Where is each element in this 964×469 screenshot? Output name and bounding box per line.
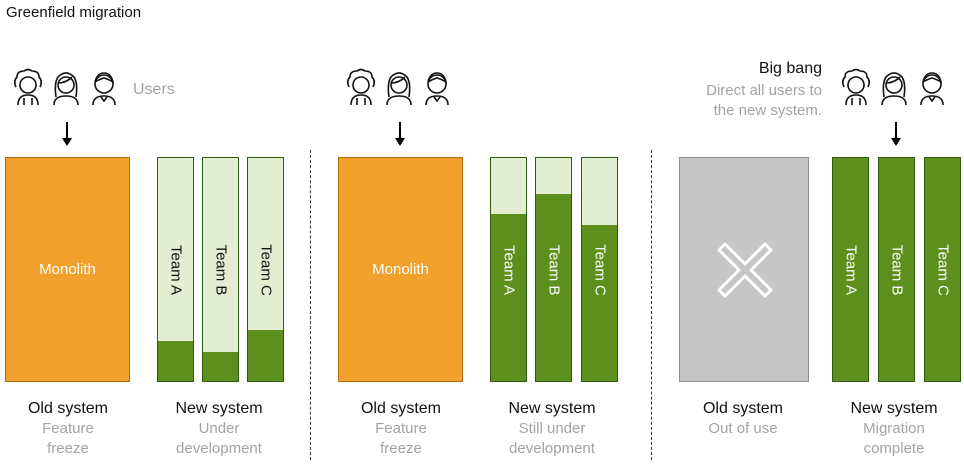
team-column-b: Team B bbox=[878, 157, 915, 382]
monolith-label: Monolith bbox=[39, 261, 96, 278]
caption-sub-1: Still under bbox=[518, 420, 586, 437]
caption-sub-1: Feature bbox=[42, 420, 94, 437]
team-progress-fill bbox=[203, 352, 238, 381]
team-progress-fill bbox=[582, 224, 617, 381]
old-system-caption: Old system Feature freeze bbox=[0, 398, 138, 459]
team-progress-fill bbox=[833, 158, 868, 381]
new-system-caption: New system Still under development bbox=[482, 398, 622, 459]
team-column-b: Team B bbox=[202, 157, 239, 382]
retired-x-icon bbox=[717, 242, 773, 298]
user-short-hair-icon bbox=[92, 72, 116, 106]
old-system-monolith: Monolith bbox=[5, 157, 130, 382]
team-label: Team A bbox=[500, 244, 517, 295]
caption-sub-2: development bbox=[509, 440, 595, 457]
big-bang-desc-line-1: Direct all users to bbox=[706, 82, 822, 99]
team-column-c: Team C bbox=[581, 157, 618, 382]
user-long-hair-icon bbox=[53, 72, 79, 106]
team-column-a: Team A bbox=[157, 157, 194, 382]
caption-title: New system bbox=[850, 400, 938, 417]
caption-title: Old system bbox=[702, 400, 783, 417]
caption-sub-1: Under bbox=[198, 420, 240, 437]
caption-sub-1: Feature bbox=[375, 420, 427, 437]
users-arrow bbox=[62, 122, 72, 146]
caption-sub-1: Migration bbox=[863, 420, 925, 437]
caption-title: Old system bbox=[27, 400, 108, 417]
old-system-monolith: Monolith bbox=[338, 157, 463, 382]
big-bang-title: Big bang bbox=[758, 60, 822, 77]
team-label: Team C bbox=[591, 243, 608, 296]
new-system-caption: New system Under development bbox=[149, 398, 289, 459]
caption-sub-1: Out of use bbox=[708, 420, 778, 437]
old-system-retired bbox=[679, 157, 809, 382]
new-system-caption: New system Migration complete bbox=[824, 398, 964, 459]
team-label: Team C bbox=[934, 243, 951, 296]
old-system-caption: Old system Feature freeze bbox=[331, 398, 471, 459]
team-progress-fill bbox=[248, 329, 283, 381]
user-curly-hair-icon bbox=[841, 68, 871, 106]
users-arrow bbox=[891, 122, 901, 146]
team-column-c: Team C bbox=[924, 157, 961, 382]
monolith-label: Monolith bbox=[372, 261, 429, 278]
team-progress-fill bbox=[158, 340, 193, 381]
caption-title: New system bbox=[175, 400, 263, 417]
user-curly-hair-icon bbox=[346, 68, 376, 106]
team-label: Team C bbox=[257, 243, 274, 296]
users-arrow bbox=[395, 122, 405, 146]
team-column-b: Team B bbox=[535, 157, 572, 382]
user-long-hair-icon bbox=[386, 72, 412, 106]
old-system-caption: Old system Out of use bbox=[673, 398, 813, 439]
team-progress-fill bbox=[536, 193, 571, 381]
users-group bbox=[343, 67, 455, 107]
big-bang-desc-line-2: the new system. bbox=[713, 102, 822, 119]
diagram-title: Greenfield migration bbox=[6, 4, 142, 21]
team-label: Team B bbox=[888, 244, 905, 295]
team-column-c: Team C bbox=[247, 157, 284, 382]
caption-sub-2: freeze bbox=[47, 440, 89, 457]
caption-title: New system bbox=[508, 400, 596, 417]
team-label: Team A bbox=[167, 244, 184, 295]
team-progress-fill bbox=[491, 213, 526, 381]
team-progress-fill bbox=[879, 158, 914, 381]
user-curly-hair-icon bbox=[13, 68, 43, 106]
users-label: Users bbox=[133, 81, 175, 98]
big-bang-description: Direct all users to the new system. bbox=[706, 81, 822, 121]
team-progress-fill bbox=[925, 158, 960, 381]
caption-title: Old system bbox=[360, 400, 441, 417]
user-short-hair-icon bbox=[920, 72, 944, 106]
team-label: Team B bbox=[545, 244, 562, 295]
team-column-a: Team A bbox=[490, 157, 527, 382]
panel-divider bbox=[310, 150, 311, 460]
team-label: Team A bbox=[842, 244, 859, 295]
caption-sub-2: development bbox=[176, 440, 262, 457]
user-long-hair-icon bbox=[881, 72, 907, 106]
user-short-hair-icon bbox=[425, 72, 449, 106]
team-column-a: Team A bbox=[832, 157, 869, 382]
panel-divider bbox=[651, 150, 652, 460]
users-group bbox=[10, 67, 122, 107]
users-group bbox=[838, 67, 950, 107]
caption-sub-2: complete bbox=[863, 440, 925, 457]
team-label: Team B bbox=[212, 244, 229, 295]
caption-sub-2: freeze bbox=[380, 440, 422, 457]
